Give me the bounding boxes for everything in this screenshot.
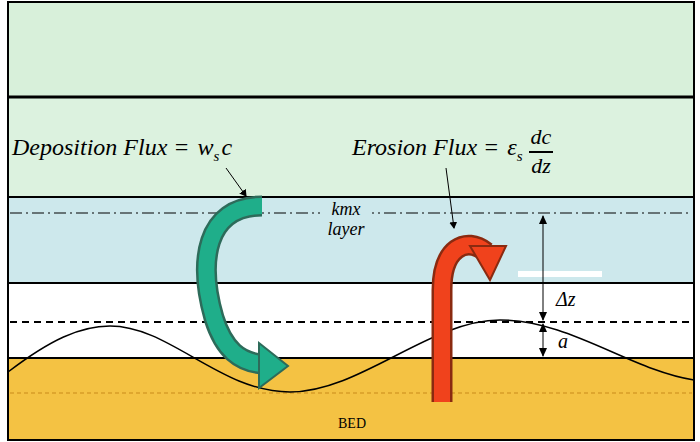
dimension-arrow <box>543 324 544 356</box>
leader-arrow <box>446 168 454 228</box>
fraction-numerator: dc <box>531 124 552 149</box>
fraction-denominator: dz <box>531 153 551 178</box>
formula-symbol: w <box>198 134 214 162</box>
bed-label: BED <box>338 416 366 432</box>
erosion-arrow <box>442 245 506 402</box>
bed-dashed-line <box>10 393 692 394</box>
band-line <box>8 196 694 198</box>
deposition-arrow <box>207 206 288 388</box>
band-line <box>8 96 694 99</box>
water-band <box>8 2 694 97</box>
near-bed-band <box>8 283 694 358</box>
bedform-wave <box>8 320 694 392</box>
layer-label: kmx layer <box>320 200 372 240</box>
formula-symbol: c <box>221 134 232 162</box>
fraction-bar <box>529 151 554 153</box>
band-line <box>8 282 694 284</box>
water-band <box>8 97 694 197</box>
frame <box>8 2 694 440</box>
formula-symbol: ε <box>507 134 516 162</box>
mixing-band <box>8 197 694 283</box>
formula-text: Erosion Flux = <box>352 134 499 162</box>
dimension-arrow <box>543 216 544 320</box>
formula-text: Deposition Flux = <box>12 134 190 162</box>
dimension-label: Δz <box>556 288 576 311</box>
subscript: s <box>214 148 220 165</box>
dashed-line <box>10 321 692 323</box>
leader-arrow <box>226 168 246 196</box>
band-line <box>8 357 694 359</box>
dimension-label: a <box>558 330 568 353</box>
subscript: s <box>517 148 523 165</box>
bed-band <box>8 358 694 440</box>
white-patch <box>518 271 602 277</box>
